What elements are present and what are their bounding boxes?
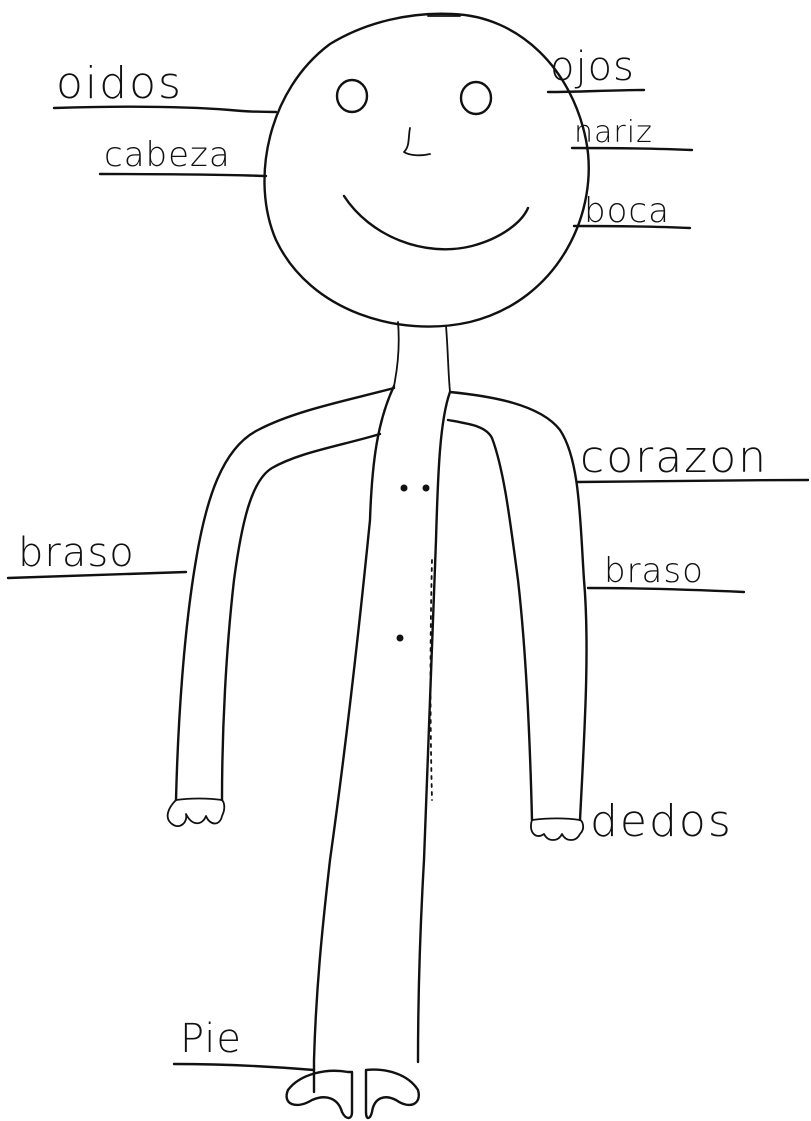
- label-oidos: oidos: [54, 58, 276, 112]
- label-ojos-text: ojos: [550, 44, 635, 90]
- neck: [394, 322, 450, 392]
- head: [264, 14, 588, 327]
- label-brazo-right-text: braso: [604, 551, 704, 591]
- right-eye: [461, 82, 491, 114]
- label-brazo-right: braso: [588, 551, 744, 592]
- button-2: [423, 485, 430, 492]
- left-hand: [168, 799, 225, 827]
- label-boca: boca: [574, 191, 690, 231]
- label-ojos: ojos: [548, 44, 644, 92]
- button-1: [401, 485, 408, 492]
- torso: [314, 386, 450, 1092]
- label-pie: Pie: [174, 1016, 314, 1070]
- right-hand: [531, 819, 583, 841]
- label-cabeza-text: cabeza: [104, 135, 231, 175]
- button-3: [397, 635, 404, 642]
- left-eye: [337, 80, 367, 112]
- label-brazo-left-text: braso: [18, 530, 135, 576]
- label-cabeza: cabeza: [100, 135, 266, 176]
- label-dedos-text: dedos: [590, 796, 733, 847]
- label-corazon-text: corazon: [580, 432, 768, 483]
- mouth: [344, 196, 528, 249]
- label-nariz-text: nariz: [574, 115, 653, 150]
- label-pie-text: Pie: [180, 1016, 242, 1062]
- label-nariz: nariz: [572, 115, 692, 150]
- label-oidos-text: oidos: [56, 58, 183, 109]
- right-arm: [448, 392, 587, 820]
- label-dedos: dedos: [590, 796, 733, 847]
- nose: [404, 128, 430, 155]
- label-brazo-left: braso: [8, 530, 186, 578]
- label-corazon: corazon: [578, 432, 808, 483]
- feet: [287, 1070, 419, 1118]
